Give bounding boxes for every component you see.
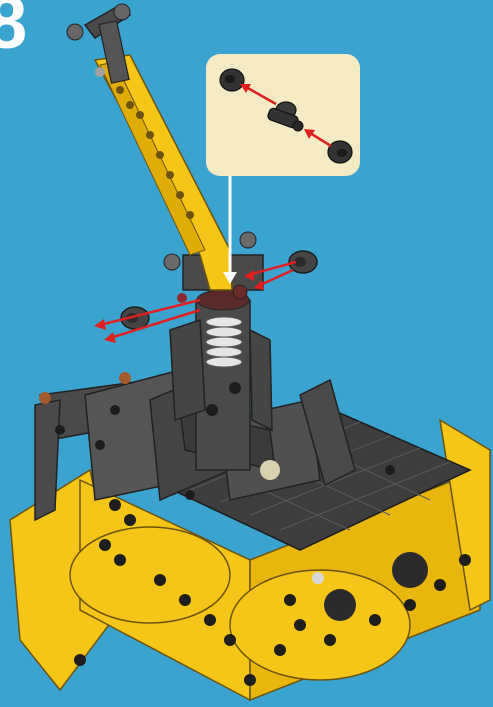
callout-illustration <box>206 54 360 176</box>
axle-connector-icon <box>267 102 303 131</box>
bushing-right-icon <box>328 141 352 163</box>
bushing-left-icon <box>220 69 244 91</box>
step-number: 8 <box>0 0 25 60</box>
parts-callout-panel <box>206 54 360 176</box>
